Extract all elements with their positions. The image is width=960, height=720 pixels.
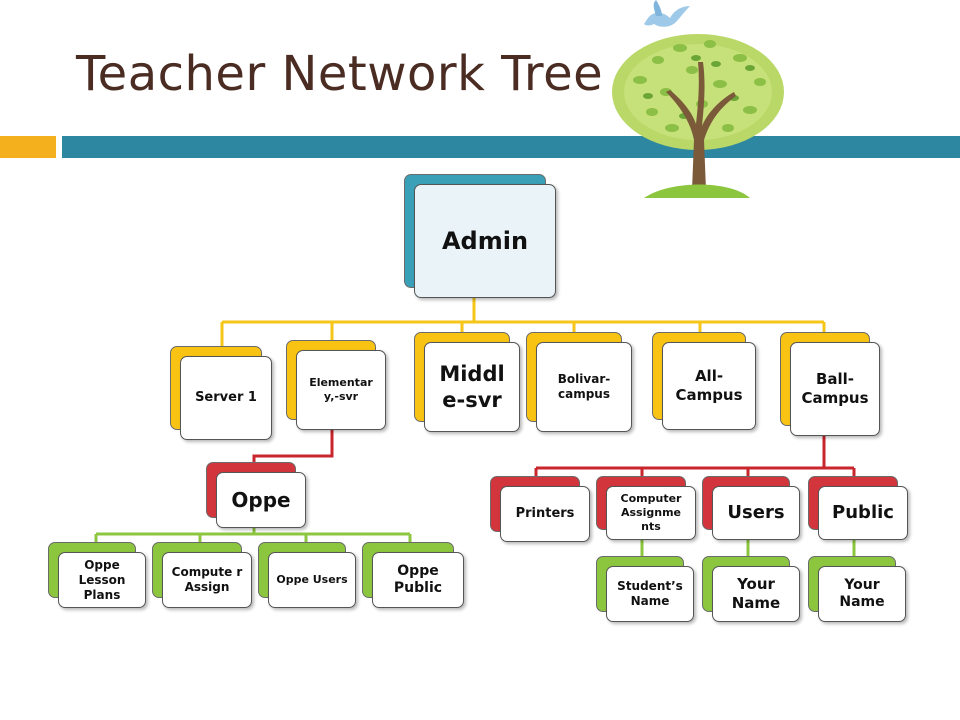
- node-label: Oppe Public: [372, 552, 464, 608]
- node-oppe-public: Oppe Public: [362, 542, 464, 608]
- node-label: Users: [712, 486, 800, 540]
- node-oppe-lesson-plans: Oppe Lesson Plans: [48, 542, 146, 608]
- node-label: Your Name: [818, 566, 906, 622]
- node-computer-assignments: Computer Assignme nts: [596, 476, 696, 540]
- node-label: Oppe Lesson Plans: [58, 552, 146, 608]
- node-label: Elementar y,-svr: [296, 350, 386, 430]
- connector-ball-children: [534, 436, 856, 476]
- node-public: Public: [808, 476, 908, 540]
- node-all-campus: All- Campus: [652, 332, 756, 430]
- tree-with-bird-icon: [612, 0, 784, 198]
- node-your-name-users: Your Name: [702, 556, 800, 622]
- node-label: Your Name: [712, 566, 800, 622]
- page-title: Teacher Network Tree: [76, 46, 604, 102]
- node-users: Users: [702, 476, 800, 540]
- connector-leaf-children: [640, 540, 856, 556]
- node-ball-campus: Ball- Campus: [780, 332, 880, 436]
- node-middle-svr: Middl e-svr: [414, 332, 520, 432]
- node-label: Printers: [500, 486, 590, 542]
- node-printers: Printers: [490, 476, 590, 542]
- node-label: Student’s Name: [606, 566, 694, 622]
- node-label: Bolivar- campus: [536, 342, 632, 432]
- node-oppe-computer-assign: Compute r Assign: [152, 542, 252, 608]
- node-elementary-svr: Elementar y,-svr: [286, 340, 386, 430]
- node-label: Oppe: [216, 472, 306, 528]
- node-label: Admin: [414, 184, 556, 298]
- node-label: Server 1: [180, 356, 272, 440]
- node-server-1: Server 1: [170, 346, 272, 440]
- connector-elementary-oppe: [252, 430, 334, 462]
- node-bolivar-campus: Bolivar- campus: [526, 332, 632, 432]
- node-label: Middl e-svr: [424, 342, 520, 432]
- node-label: Computer Assignme nts: [606, 486, 696, 540]
- node-label: Compute r Assign: [162, 552, 252, 608]
- node-oppe-users: Oppe Users: [258, 542, 356, 608]
- header-accent-bar: [0, 136, 56, 158]
- node-students-name: Student’s Name: [596, 556, 694, 622]
- node-label: Oppe Users: [268, 552, 356, 608]
- node-admin: Admin: [404, 174, 556, 298]
- node-label: Ball- Campus: [790, 342, 880, 436]
- node-label: Public: [818, 486, 908, 540]
- node-oppe: Oppe: [206, 462, 306, 528]
- node-label: All- Campus: [662, 342, 756, 430]
- node-your-name-public: Your Name: [808, 556, 906, 622]
